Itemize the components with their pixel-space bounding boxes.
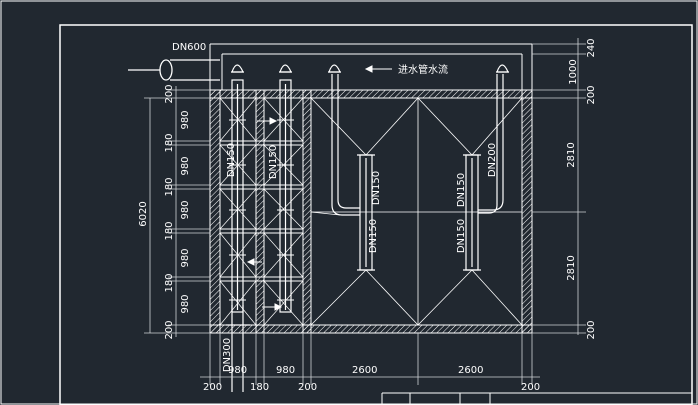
- dim-980-3: 980: [180, 200, 191, 219]
- inlet-pipe-dn600: [128, 59, 220, 81]
- flow-arrows: [246, 117, 283, 311]
- title-block: [381, 392, 692, 405]
- dim-bot-180: 180: [250, 382, 269, 393]
- dim-bot-980-b: 980: [276, 365, 295, 376]
- label-dn150-a: DN150: [226, 143, 237, 177]
- dim-180-4: 180: [164, 273, 175, 292]
- dim-2810-b: 2810: [566, 255, 577, 280]
- dim-200-left-bot: 200: [164, 320, 175, 339]
- dim-6020: 6020: [138, 201, 149, 226]
- inner-frame: [59, 24, 693, 405]
- tank-pipes: [331, 74, 504, 271]
- left-pipes: [231, 79, 292, 313]
- dim-bot-2600-a: 2600: [352, 365, 377, 376]
- dim-240: 240: [586, 38, 597, 57]
- dim-bot-2600-b: 2600: [458, 365, 483, 376]
- dim-bot-200-c: 200: [521, 382, 540, 393]
- label-dn300: DN300: [222, 338, 233, 372]
- inlet-note-arrow: [364, 65, 392, 73]
- bottom-dimension-lines: [200, 333, 540, 385]
- dim-980-2: 980: [180, 156, 191, 175]
- upper-outline: [209, 43, 533, 90]
- top-valves: [231, 64, 509, 73]
- label-dn150-c: DN150: [371, 171, 382, 205]
- label-dn150-b: DN150: [268, 145, 279, 179]
- dim-1000: 1000: [568, 59, 579, 84]
- dim-200-right-bot: 200: [586, 320, 597, 339]
- dim-200-left-top: 200: [164, 84, 175, 103]
- dim-180-2: 180: [164, 177, 175, 196]
- pipe-nozzles: [229, 119, 294, 301]
- compartment-partitions: [220, 140, 303, 282]
- dim-bot-980-a: 980: [228, 365, 247, 376]
- dim-bot-200-b: 200: [298, 382, 317, 393]
- right-dimension-lines: [532, 38, 586, 335]
- tank-walls: [209, 89, 533, 334]
- left-dimension-lines: [144, 86, 210, 337]
- dim-180-1: 180: [164, 133, 175, 152]
- label-dn600: DN600: [172, 42, 206, 53]
- label-inlet-note: 进水管水流: [398, 63, 448, 76]
- dim-980-4: 980: [180, 248, 191, 267]
- dim-2810-a: 2810: [566, 142, 577, 167]
- label-dn200: DN200: [487, 143, 498, 177]
- dim-180-3: 180: [164, 221, 175, 240]
- dim-bot-200-a: 200: [203, 382, 222, 393]
- outlet-pipe-dn300: [226, 305, 250, 392]
- label-dn150-d: DN150: [368, 219, 379, 253]
- dim-980-5: 980: [180, 294, 191, 313]
- label-dn150-e: DN150: [456, 173, 467, 207]
- hopper-lines: [310, 97, 523, 326]
- dim-980-1: 980: [180, 110, 191, 129]
- label-dn150-f: DN150: [456, 219, 467, 253]
- dim-200-right-top: 200: [586, 85, 597, 104]
